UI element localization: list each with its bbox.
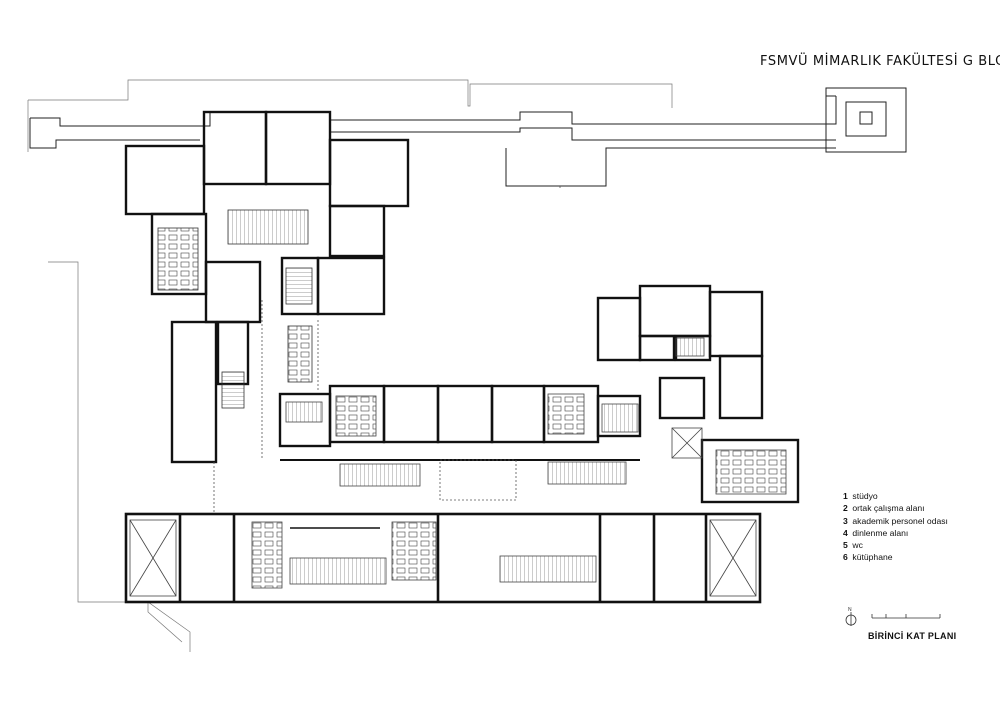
legend-item: 1 stüdyo [843,490,948,502]
connectors [213,186,561,512]
legend-item: 5 wc [843,539,948,551]
drawing-title: FSMVÜ MİMARLIK FAKÜLTESİ G BLOK [760,54,1000,69]
legend-label: akademik personel odası [852,515,948,526]
legend-item: 2 ortak çalışma alanı [843,502,948,514]
legend-number: 5 [843,540,848,551]
central-row-furniture [280,393,640,487]
south-block-details [129,519,757,597]
north-arrow-icon: N [845,607,857,626]
north-label: N [848,607,852,613]
legend-item: 3 akademik personel odası [843,515,948,527]
legend-number: 1 [843,491,848,501]
scale-bar [871,614,941,619]
north-block [124,110,410,464]
central-studio-row [278,384,642,448]
legend-label: dinlenme alanı [852,527,909,538]
legend-item: 6 kütüphane [843,551,948,563]
legend-label: stüdyo [852,491,878,501]
plan-name: BİRİNCİ KAT PLANI [868,631,957,641]
legend-number: 2 [843,503,848,514]
north-block-stairs [157,209,313,409]
legend-label: kütüphane [852,552,893,563]
legend-number: 6 [843,552,848,563]
legend-number: 4 [843,527,848,538]
site-outline [27,79,673,652]
legend-number: 3 [843,515,848,526]
legend-item: 4 dinlenme alanı [843,527,948,539]
east-block-furniture [601,337,787,495]
legend-label: ortak çalışma alanı [852,503,925,514]
legend-label: wc [852,540,863,551]
south-block [124,512,762,604]
